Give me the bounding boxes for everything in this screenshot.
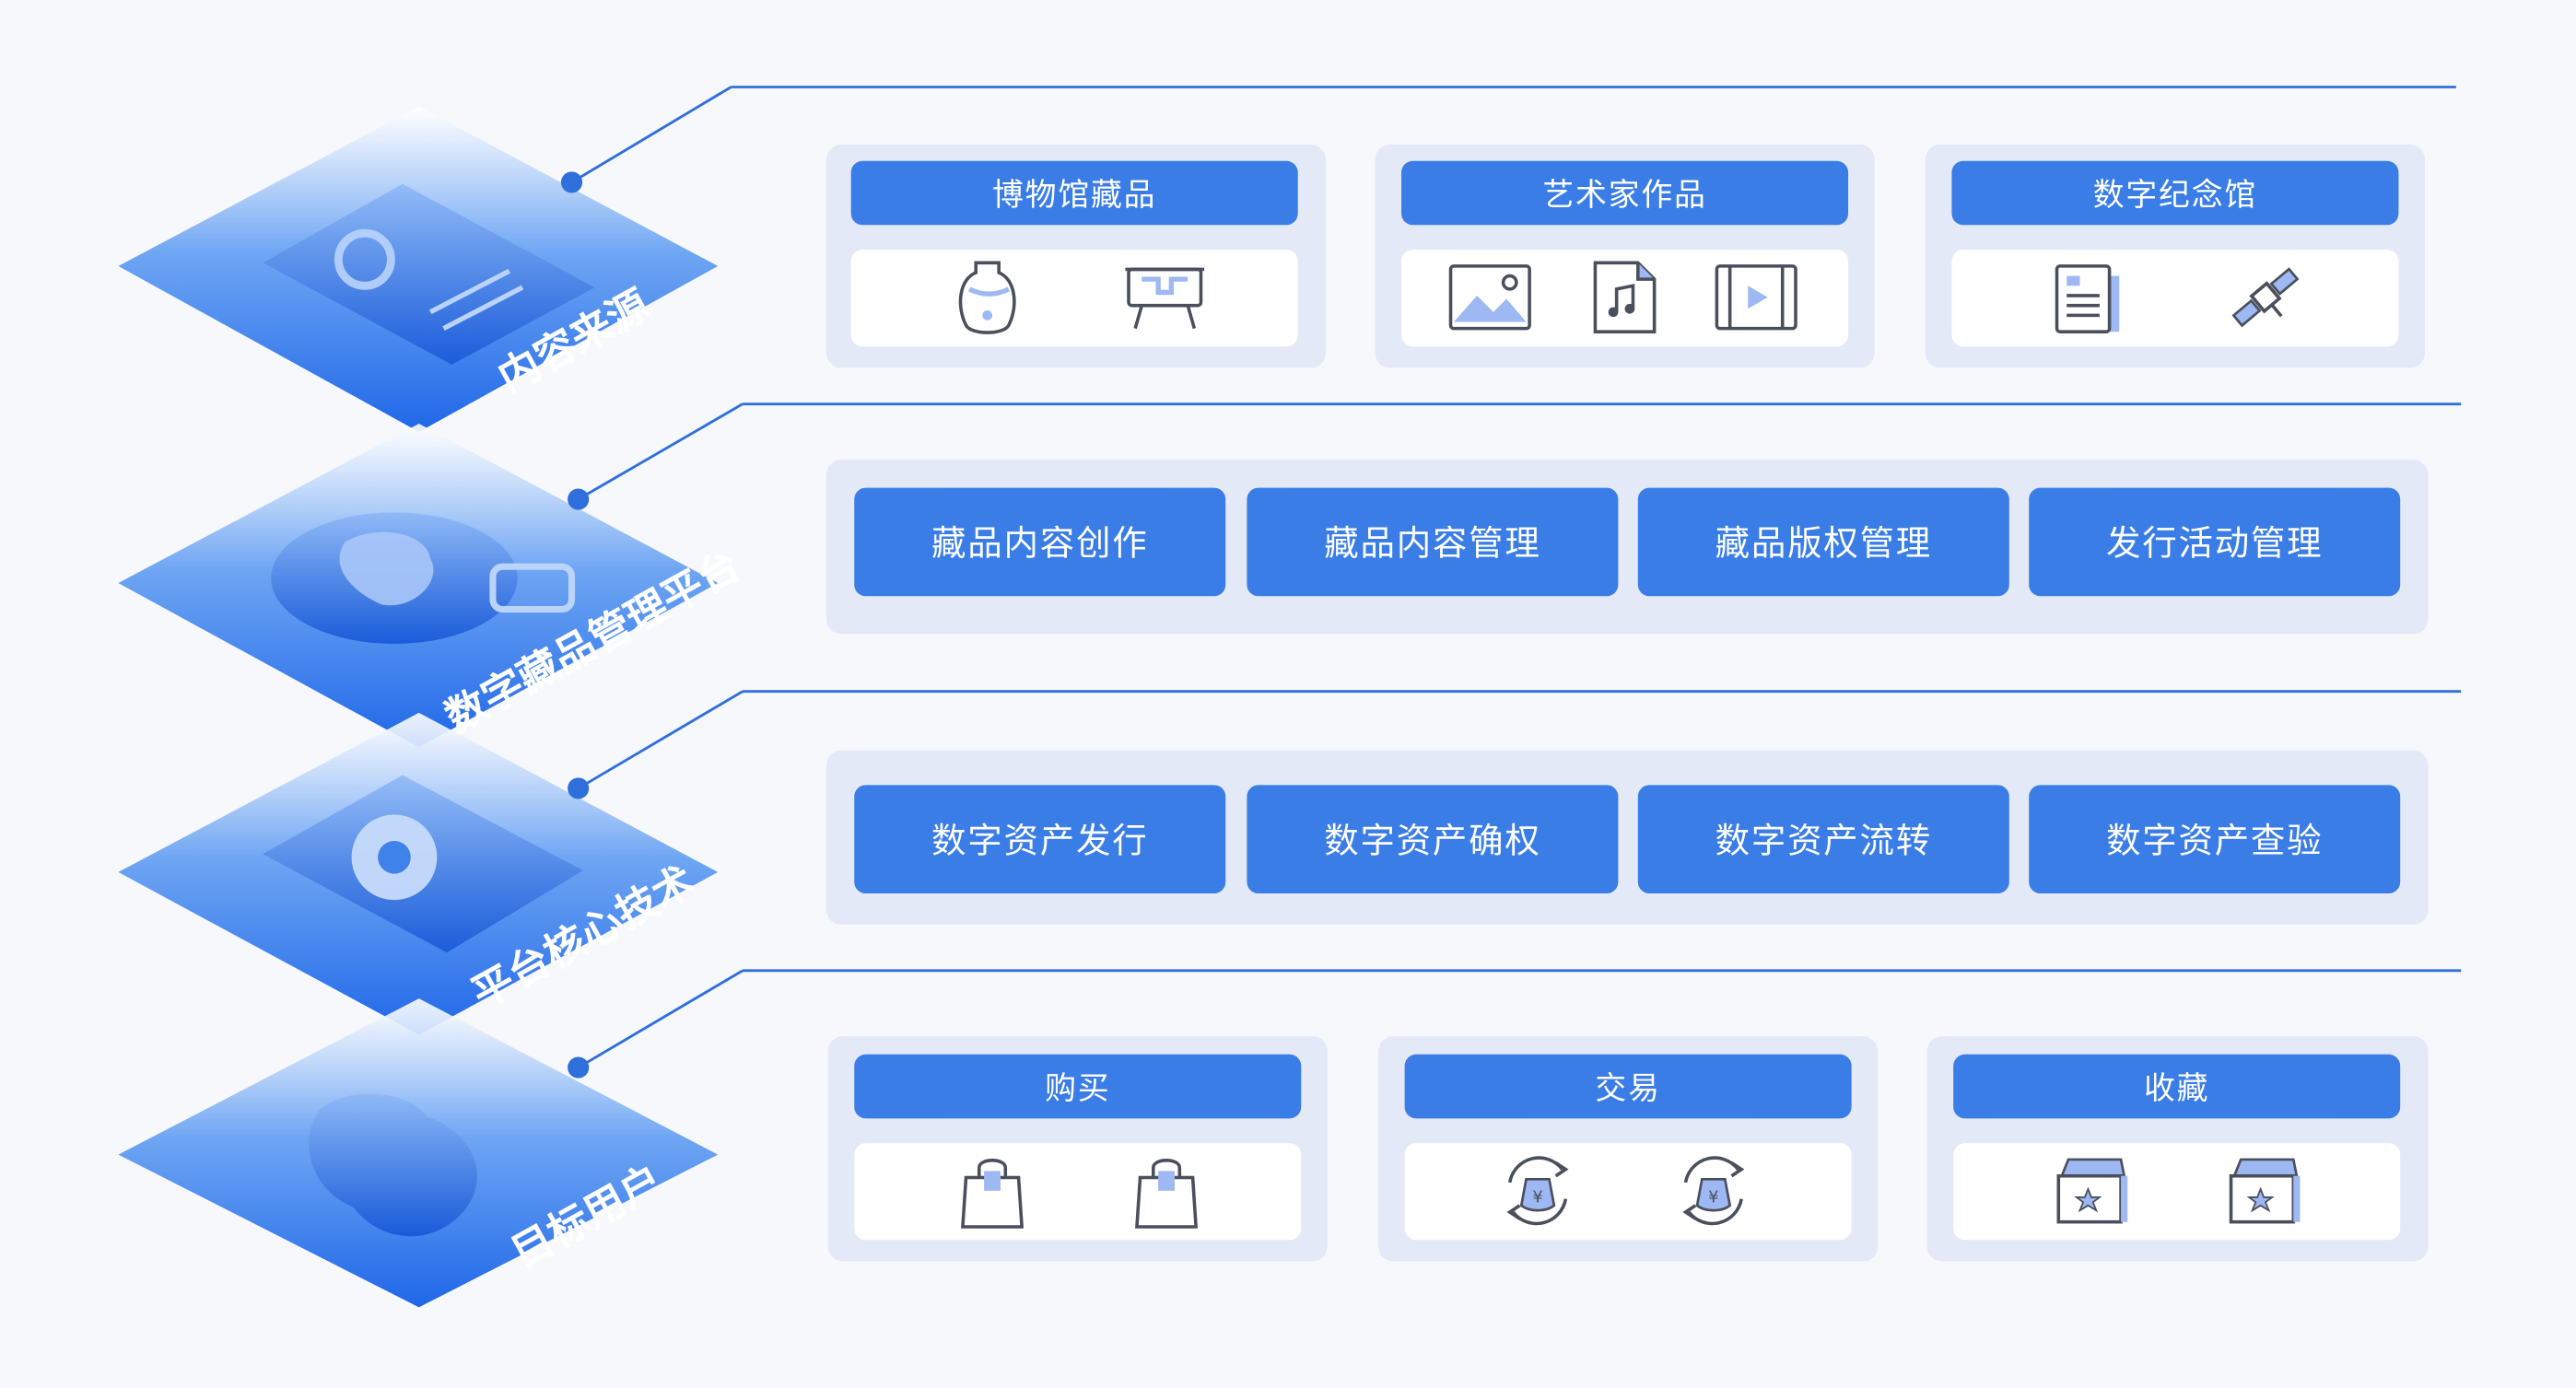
user-title-trade: 交易	[1404, 1054, 1852, 1119]
user-card-trade: ¥ ¥	[1404, 1143, 1852, 1241]
image-icon	[1448, 264, 1531, 331]
money-exchange-icon: ¥	[1506, 1156, 1569, 1226]
shopping-bag-icon	[1135, 1159, 1199, 1229]
source-title-memorial: 数字纪念馆	[1951, 160, 2399, 226]
platform-module-1: 藏品内容创作	[854, 487, 1226, 597]
platform-module-3: 藏品版权管理	[1637, 487, 2009, 597]
platform-module-2: 藏品内容管理	[1247, 487, 1619, 597]
connector-dot-1	[560, 171, 583, 193]
core-tech-2: 数字资产确权	[1247, 785, 1619, 894]
collection-box-icon	[2229, 1158, 2301, 1224]
layer-diamond-target-users	[118, 998, 719, 1308]
platform-module-4: 发行活动管理	[2029, 487, 2401, 597]
shopping-bag-icon	[961, 1159, 1025, 1229]
layer-diamond-content-source	[118, 106, 719, 432]
source-card-artist	[1401, 250, 1849, 347]
layer-diamond-core-tech	[118, 712, 719, 1035]
svg-text:¥: ¥	[1532, 1187, 1542, 1207]
video-icon	[1715, 264, 1797, 331]
user-card-collect	[1953, 1143, 2401, 1241]
core-tech-1: 数字资产发行	[854, 785, 1226, 894]
satellite-icon	[2231, 267, 2300, 328]
music-file-icon	[1593, 261, 1657, 333]
svg-text:¥: ¥	[1708, 1187, 1718, 1207]
connector-dot-2	[568, 488, 590, 510]
source-title-museum: 博物馆藏品	[850, 160, 1298, 226]
layer-diamond-platform	[118, 424, 719, 748]
user-card-buy	[854, 1143, 1302, 1241]
collection-box-icon	[2056, 1158, 2128, 1224]
connector-dot-3	[568, 777, 590, 799]
source-card-museum	[850, 250, 1298, 347]
core-tech-4: 数字资产查验	[2029, 785, 2401, 894]
vase-icon	[958, 261, 1016, 334]
source-title-artist: 艺术家作品	[1401, 160, 1849, 226]
core-tech-3: 数字资产流转	[1637, 785, 2009, 894]
source-card-memorial	[1951, 250, 2399, 347]
document-icon	[2055, 264, 2120, 333]
money-exchange-icon: ¥	[1682, 1156, 1745, 1226]
user-title-collect: 收藏	[1953, 1054, 2401, 1119]
connector-dot-4	[568, 1056, 590, 1079]
bronze-vessel-icon	[1125, 267, 1205, 330]
user-title-buy: 购买	[854, 1054, 1302, 1119]
